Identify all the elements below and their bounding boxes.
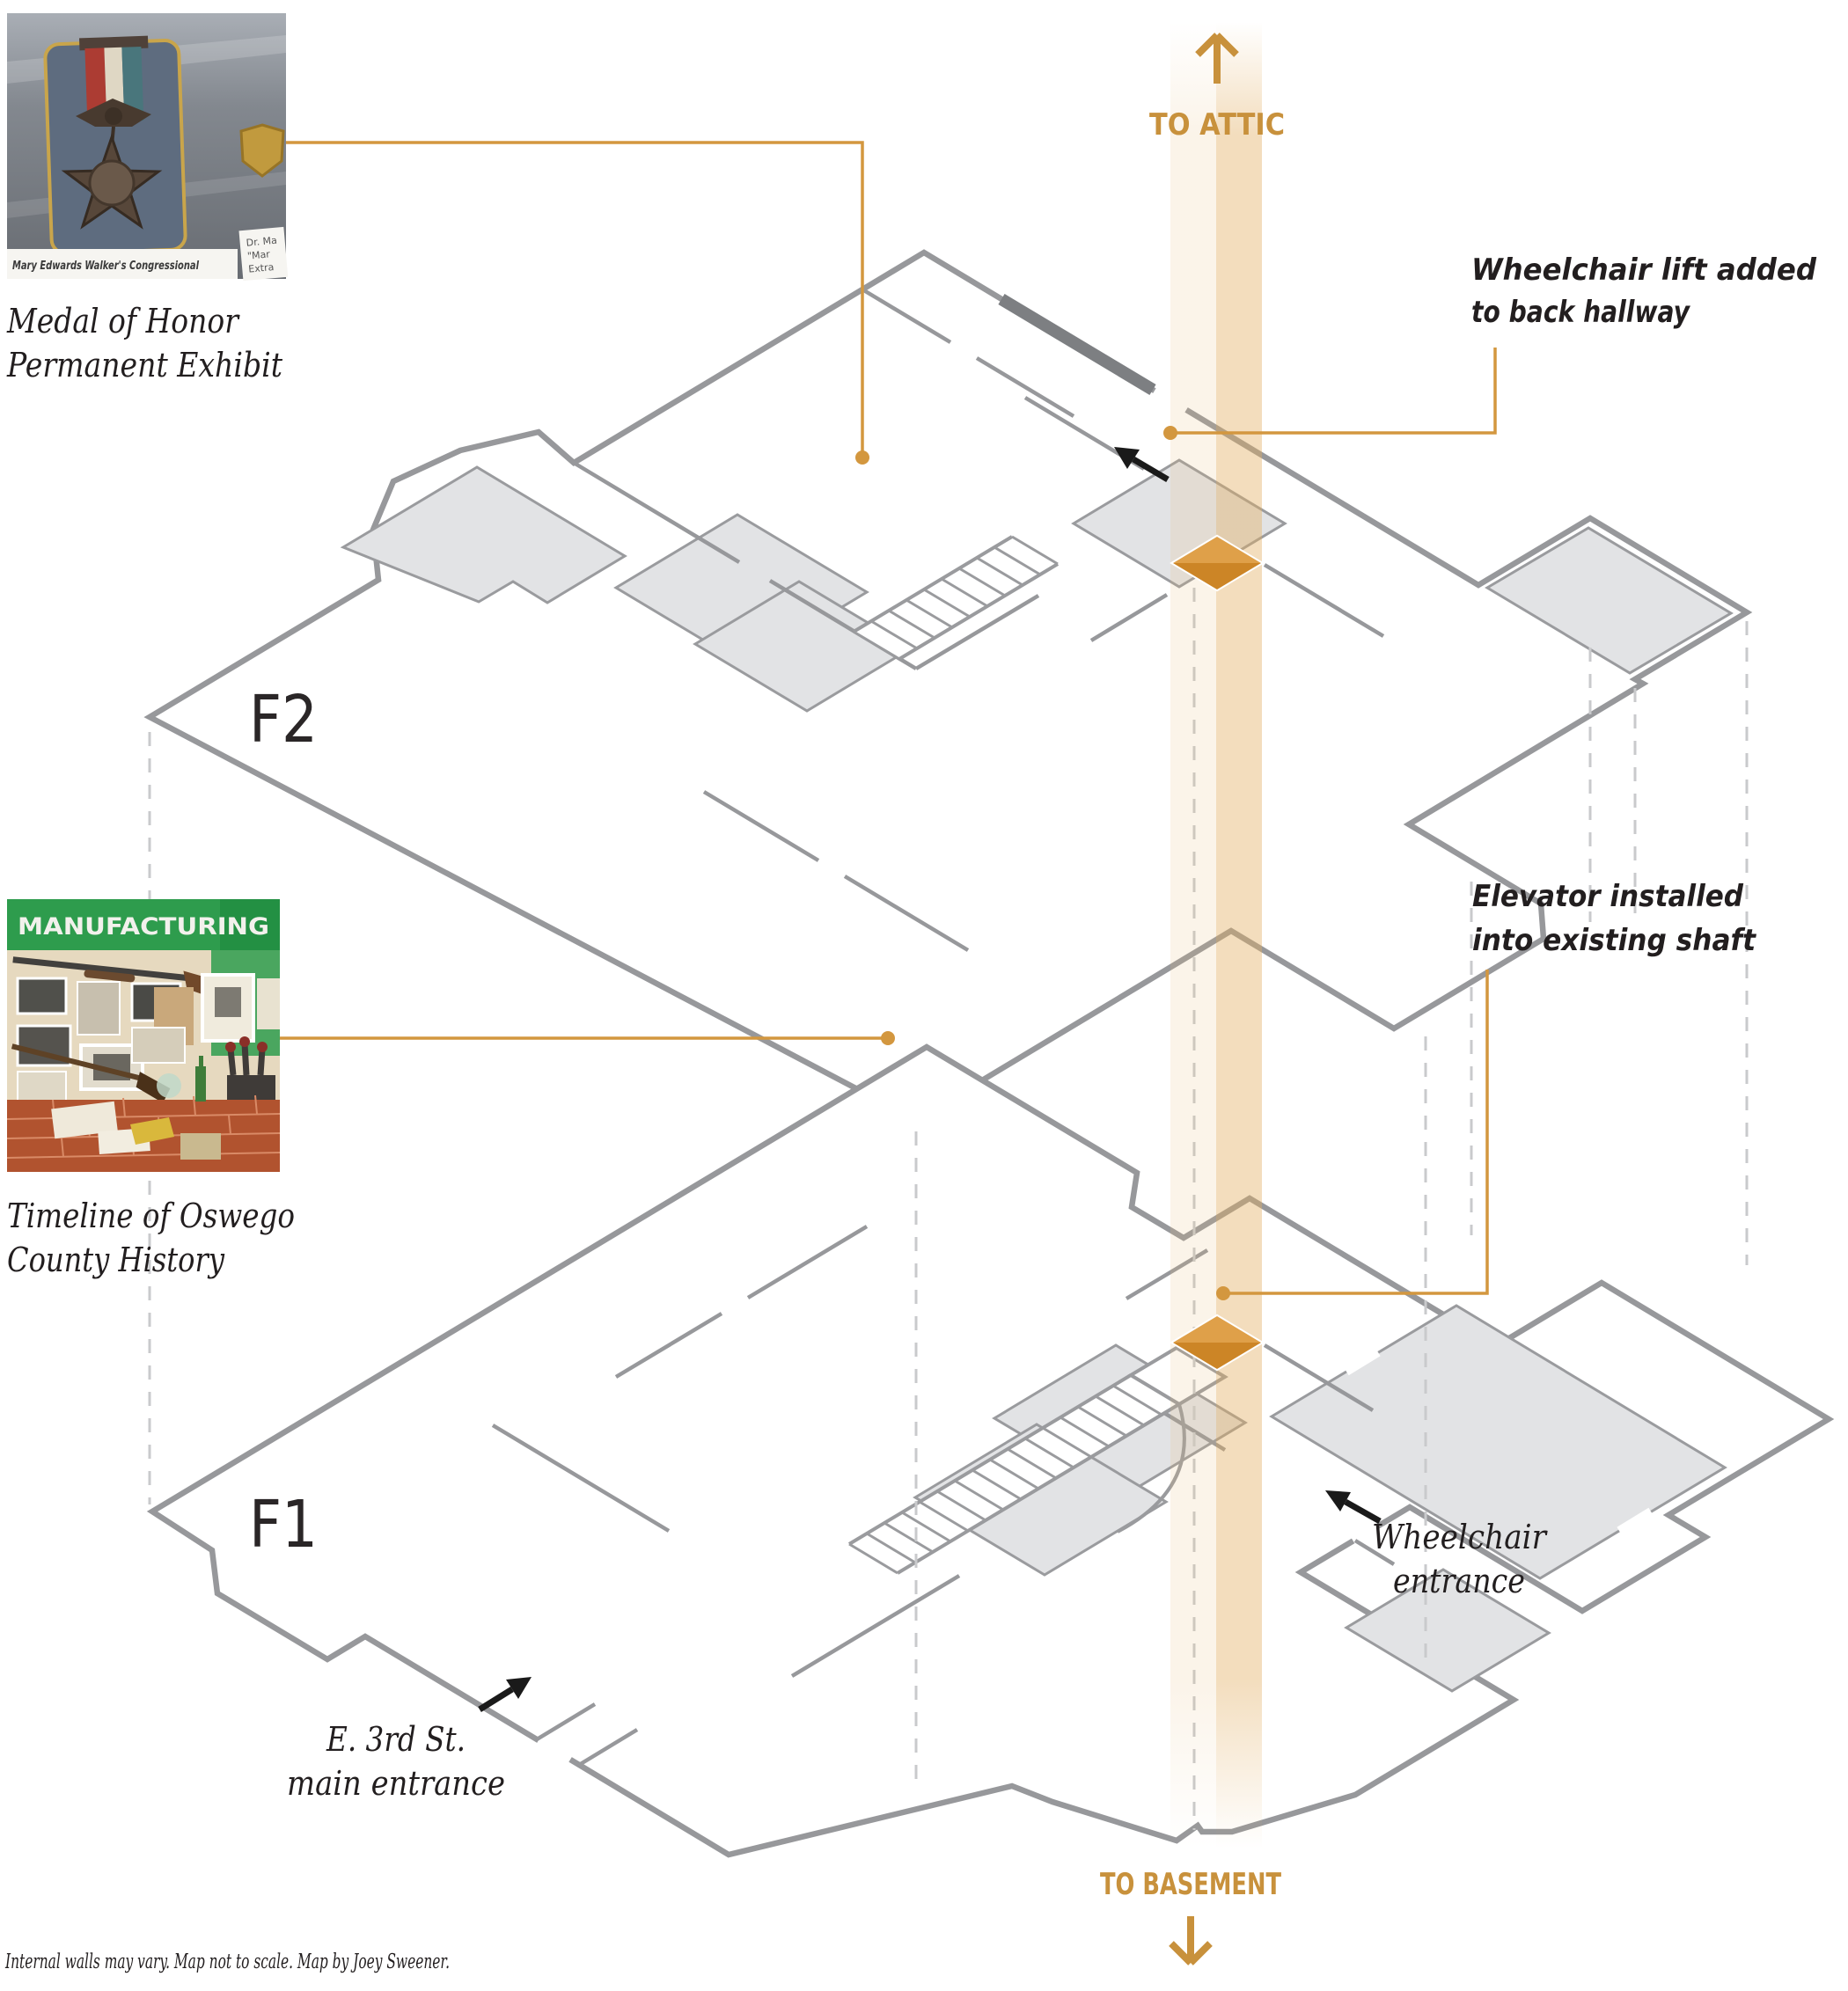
floor-plan-f2: [143, 249, 1753, 1124]
medal-label-strip: [7, 249, 238, 279]
timeline-caption-line2: County History: [7, 1241, 224, 1279]
medal-card-line2: "Mar: [246, 248, 270, 261]
main-entrance-line1: E. 3rd St.: [326, 1720, 466, 1759]
machine-icon: [225, 1036, 275, 1103]
mfg-green-sign-shade: [220, 899, 280, 950]
connector-elevator-dot: [1216, 1286, 1230, 1300]
f1-wheelchair-entrance-wall: [1353, 1539, 1396, 1566]
manufacturing-photo: MANUFACTURING: [6, 899, 295, 1279]
wheelchair-entrance-arrow-icon: [1325, 1490, 1382, 1525]
f1-main-entrance-walls: [535, 1702, 639, 1767]
medal-caption-line2: Permanent Exhibit: [6, 346, 282, 384]
f1-room-b: [913, 1423, 1169, 1577]
medal-card-line3: Extra: [248, 261, 275, 274]
wheelchair-entrance-line2: entrance: [1393, 1562, 1525, 1600]
connector-elevator-line: [1223, 970, 1489, 1295]
elevator-marker-f2: [1170, 534, 1265, 592]
footer-note: Internal walls may vary. Map not to scal…: [4, 1951, 450, 1973]
medal-label-text: Mary Edwards Walker's Congressional: [12, 260, 199, 273]
wheelchair-lift-line2: to back hallway: [1471, 295, 1691, 330]
connector-timeline: [280, 1031, 895, 1045]
connector-lift-line: [1170, 348, 1497, 435]
elevator-diamond-top-f1: [1173, 1316, 1261, 1343]
to-basement-label: TO BASEMENT: [1100, 1867, 1282, 1902]
f2-interior-walls: [572, 288, 1385, 952]
gold-shield-icon: [239, 123, 285, 178]
f2-outline: [143, 249, 1753, 1124]
down-arrow-icon: [1169, 1916, 1213, 1965]
wheelchair-entrance-line1: Wheelchair: [1372, 1518, 1549, 1556]
floor-label-f1: F1: [249, 1487, 318, 1563]
connector-medal-line: [286, 141, 864, 457]
exhibit-papers: [16, 973, 280, 1106]
table-items: [51, 1056, 221, 1160]
f1-hallway-room: [1269, 1304, 1727, 1580]
f1-grand-stair-stringers: [847, 1373, 1181, 1575]
connector-medal: [286, 141, 869, 465]
elevator-marker-f1: [1170, 1314, 1265, 1372]
callout-wheelchair-entrance: Wheelchair entrance: [1372, 1518, 1549, 1600]
wheelchair-lift-arrow-icon: [1114, 447, 1170, 483]
medal-photo: Mary Edwards Walker's Congressional Dr. …: [6, 13, 289, 384]
to-basement: TO BASEMENT: [1100, 1867, 1282, 1965]
f2-wheelchair-lift-wall: [998, 293, 1156, 396]
f1-wheelchair-entrance-gap: [1351, 1522, 1381, 1546]
medal-card-line1: Dr. Ma: [246, 235, 277, 249]
f1-grand-stair-steps: [848, 1373, 1180, 1575]
shaft-band-left: [1170, 22, 1216, 1905]
elevator-line2: into existing shaft: [1472, 923, 1757, 958]
f2-stairs-stringers: [852, 535, 1060, 661]
main-entrance-line2: main entrance: [287, 1764, 505, 1803]
wheelchair-lift-line1: Wheelchair lift added: [1471, 253, 1817, 288]
medal-caption-line1: Medal of Honor: [6, 302, 240, 340]
mfg-sign-text: MANUFACTURING: [18, 913, 269, 941]
elevator-diamond-bottom-f2: [1173, 563, 1261, 589]
connector-lift-dot: [1163, 426, 1177, 440]
connector-wheelchair-lift: [1163, 348, 1497, 440]
connector-medal-dot: [855, 450, 869, 465]
elevator-diamond-top-f2: [1173, 537, 1261, 563]
elevator-shaft-band: [1170, 22, 1262, 1905]
medal-side-card: Dr. Ma "Mar Extra: [238, 226, 289, 282]
shaft-band-right: [1216, 22, 1262, 1905]
up-arrow-icon: [1195, 33, 1239, 84]
f1-hallway-door-gaps: [1344, 1348, 1654, 1535]
connector-timeline-dot: [881, 1031, 895, 1045]
timeline-caption-line1: Timeline of Oswego: [7, 1197, 295, 1235]
f2-room-l-shaped: [340, 465, 627, 604]
main-entrance-arrow-icon: [478, 1677, 532, 1712]
medal-star-icon: [61, 133, 163, 230]
f1-main-entrance-gap: [536, 1736, 573, 1764]
f2-porch-room: [1485, 526, 1734, 675]
f1-room-wing: [1344, 1568, 1551, 1693]
connector-elevator: [1216, 970, 1489, 1300]
to-attic: TO ATTIC: [1149, 33, 1285, 143]
callout-main-entrance: E. 3rd St. main entrance: [287, 1720, 505, 1803]
elevator-diamond-bottom-f1: [1173, 1343, 1261, 1369]
f2-stairs-underlay: [854, 537, 1058, 659]
elevator-line1: Elevator installed: [1472, 879, 1744, 914]
to-attic-label: TO ATTIC: [1149, 107, 1285, 143]
floor-label-f2: F2: [249, 682, 318, 758]
callout-wheelchair-lift: Wheelchair lift added to back hallway: [1471, 253, 1817, 330]
callout-elevator: Elevator installed into existing shaft: [1472, 879, 1757, 958]
f2-stairs-steps: [853, 535, 1059, 661]
